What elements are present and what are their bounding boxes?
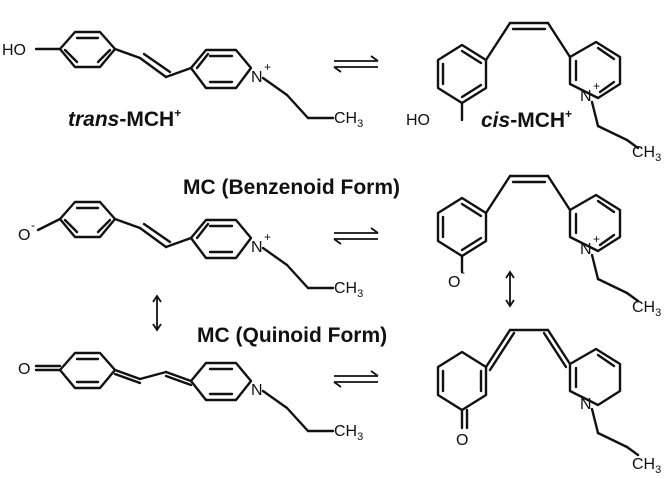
trans-ch3-label: CH3 xyxy=(334,110,363,130)
trans-benz-n-charge: + xyxy=(264,230,271,244)
benzenoid-heading: MC (Benzenoid Form) xyxy=(183,176,400,199)
resonance-arrow-right xyxy=(505,270,515,308)
cis-benz-n-charge: + xyxy=(593,232,600,246)
cis-benz-o-label: O xyxy=(448,274,460,291)
trans-quinoid-structure: O N CH3 xyxy=(18,351,363,443)
trans-benz-ch3-label: CH3 xyxy=(334,280,363,300)
equilibrium-arrow-top xyxy=(333,55,379,73)
trans-quin-n-label: N xyxy=(251,382,263,399)
trans-benz-o-charge: - xyxy=(31,218,35,232)
trans-benz-n-label: N xyxy=(251,239,263,256)
cis-quin-ch3-label: CH3 xyxy=(632,456,661,476)
cis-benz-o-charge: - xyxy=(461,265,465,279)
trans-benzenoid-structure: O - N + CH3 xyxy=(18,200,363,300)
trans-mch-structure: HO N + CH3 xyxy=(2,30,363,130)
cis-n-charge: + xyxy=(593,79,600,93)
cis-benzenoid-structure: O - N + CH3 xyxy=(436,174,661,319)
cis-mch-structure: HO N + CH3 xyxy=(406,21,661,164)
trans-quin-o-label: O xyxy=(18,361,30,378)
trans-benz-o-label: O xyxy=(18,227,30,244)
cis-ch3-label: CH3 xyxy=(632,144,661,164)
cis-quinoid-structure: O N CH3 xyxy=(436,328,661,476)
trans-mch-caption: trans-MCH+ xyxy=(68,106,181,131)
cis-quin-n-label: N xyxy=(580,396,592,413)
resonance-arrow-left xyxy=(152,294,162,332)
trans-n-label: N xyxy=(251,69,263,86)
trans-ho-label: HO xyxy=(2,42,26,59)
cis-ho-label: HO xyxy=(406,112,430,129)
trans-quin-ch3-label: CH3 xyxy=(334,423,363,443)
quinoid-heading: MC (Quinoid Form) xyxy=(197,324,387,347)
cis-mch-caption: cis-MCH+ xyxy=(481,107,572,132)
cis-quin-o-label: O xyxy=(456,432,468,449)
equilibrium-arrow-bottom xyxy=(333,370,379,388)
trans-n-charge: + xyxy=(264,60,271,74)
equilibrium-arrow-middle xyxy=(333,227,379,245)
cis-benz-n-label: N xyxy=(580,241,592,258)
cis-n-label: N xyxy=(580,88,592,105)
cis-benz-ch3-label: CH3 xyxy=(632,299,661,319)
